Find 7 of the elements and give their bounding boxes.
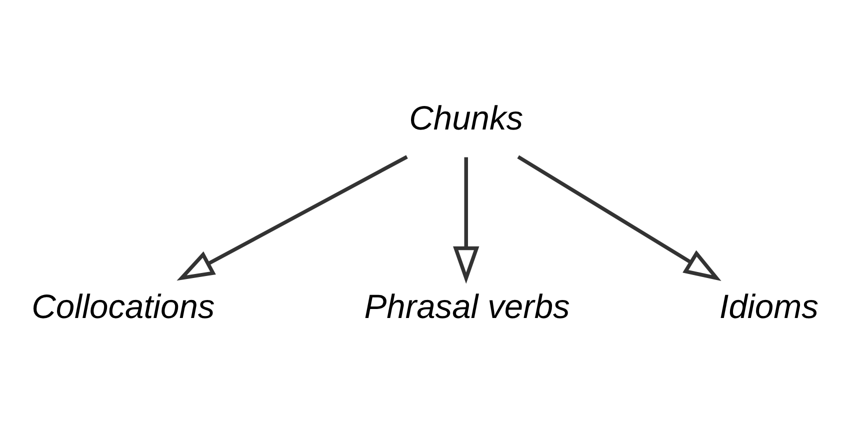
node-text: Chunks xyxy=(409,100,524,138)
arrow xyxy=(453,157,480,284)
node-text: Collocations xyxy=(32,289,215,326)
arrow xyxy=(176,155,408,281)
arrow xyxy=(517,155,722,281)
node-text: Phrasal verbs xyxy=(364,289,570,326)
node-text: Idioms xyxy=(719,289,818,326)
